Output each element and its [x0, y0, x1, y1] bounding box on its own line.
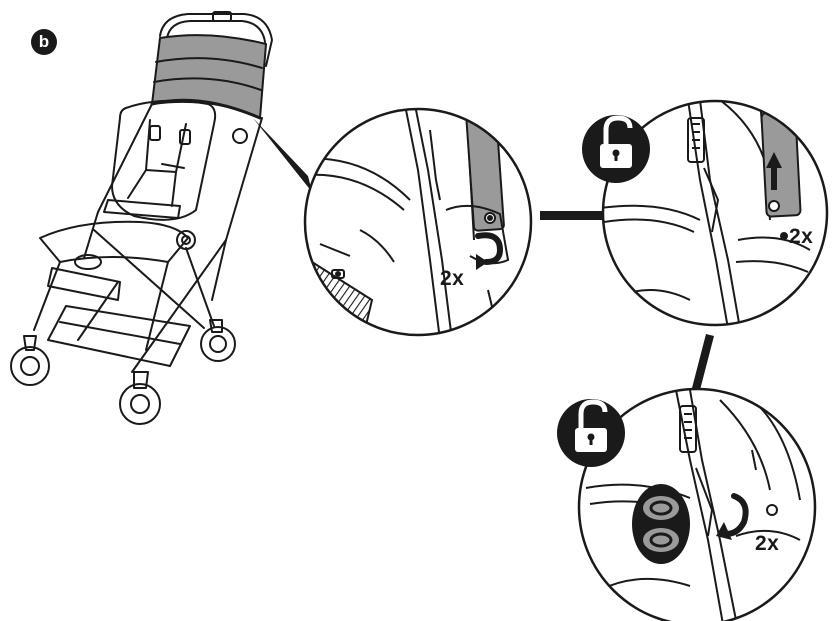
connector-line [692, 334, 714, 390]
zoom-pointer [253, 118, 312, 192]
unlock-icon [557, 399, 625, 467]
unlock-icon [582, 115, 650, 183]
stroller-illustration [11, 12, 272, 424]
detail-circle-1 [290, 100, 531, 342]
count-label-detail-1: 2x [440, 267, 464, 291]
count-label-detail-2: 2x [789, 225, 813, 249]
count-label-detail-3: 2x [755, 532, 779, 556]
connector-line [540, 211, 602, 220]
fastener-symbol-icon [632, 484, 690, 564]
step-badge: b [31, 29, 57, 55]
